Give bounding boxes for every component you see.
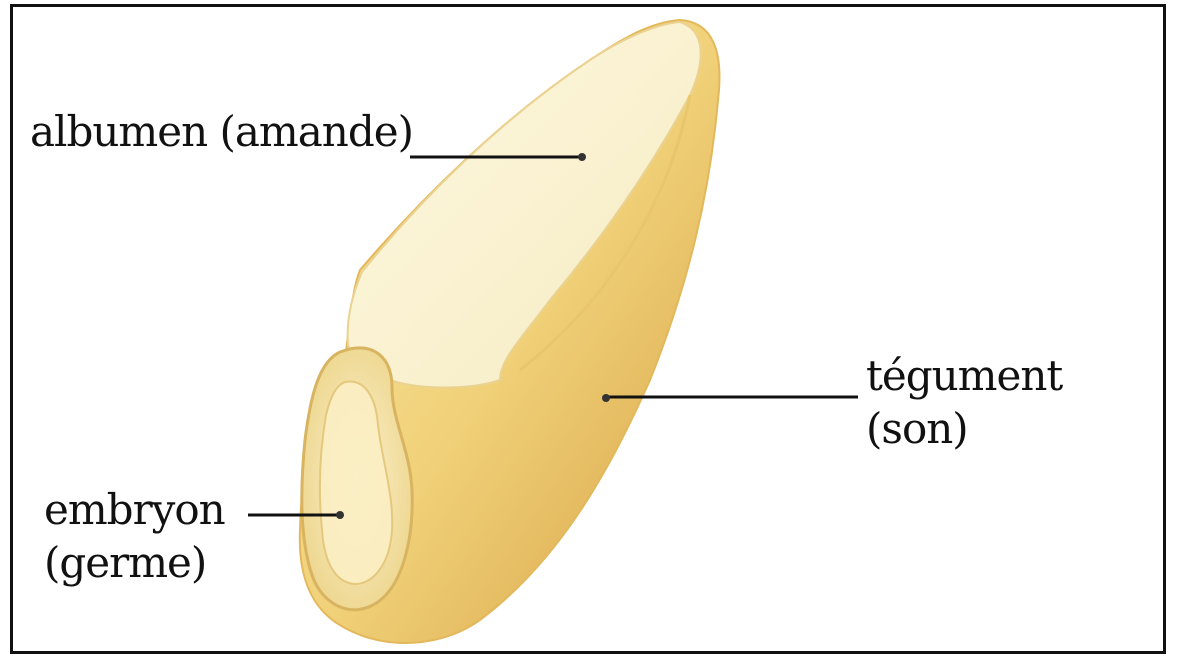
albumen-label: albumen (amande) — [30, 106, 413, 159]
embryon-label: embryon (germe) — [44, 484, 225, 589]
embryon-label-line1: embryon — [44, 484, 225, 537]
tegument-marker — [602, 394, 610, 402]
tegument-label-line1: tégument — [866, 350, 1062, 403]
tegument-label: tégument (son) — [866, 350, 1062, 455]
embryon-label-line2: (germe) — [44, 537, 225, 590]
albumen-marker — [578, 153, 586, 161]
tegument-label-line2: (son) — [866, 403, 1062, 456]
embryon-marker — [336, 511, 344, 519]
